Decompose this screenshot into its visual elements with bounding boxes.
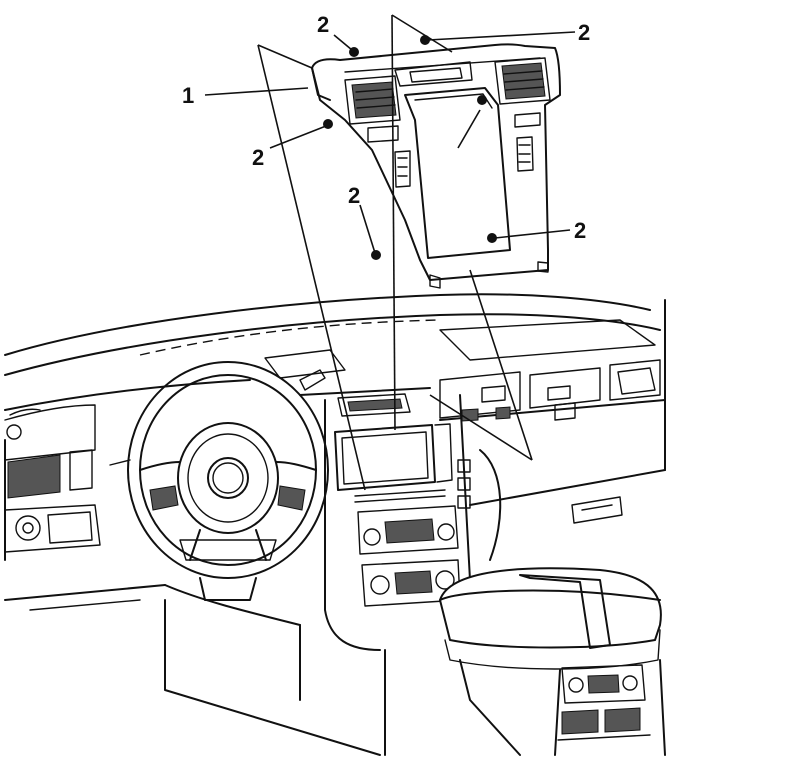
fastener-lower-right xyxy=(487,233,497,243)
callout-1: 1 xyxy=(182,83,194,108)
fastener-top-right xyxy=(420,35,430,45)
callout-labels: 1 2 2 2 2 2 xyxy=(182,12,590,243)
callout-2-lower-left: 2 xyxy=(348,183,360,208)
center-stack xyxy=(324,393,502,651)
callout-2-top-left: 2 xyxy=(317,12,329,37)
center-bezel xyxy=(311,43,561,289)
instrument-panel xyxy=(4,293,666,756)
callout-2-lower-right: 2 xyxy=(574,218,586,243)
fastener-lower-left xyxy=(371,250,381,260)
callout-2-top-right: 2 xyxy=(578,20,590,45)
fasteners xyxy=(323,35,497,260)
projection-lines xyxy=(257,14,533,491)
callout-2-left: 2 xyxy=(252,145,264,170)
callout-leaders xyxy=(204,31,576,254)
fastener-left xyxy=(323,119,333,129)
fastener-display-top xyxy=(477,95,487,105)
steering-wheel xyxy=(109,361,329,601)
floor-console xyxy=(439,567,666,756)
